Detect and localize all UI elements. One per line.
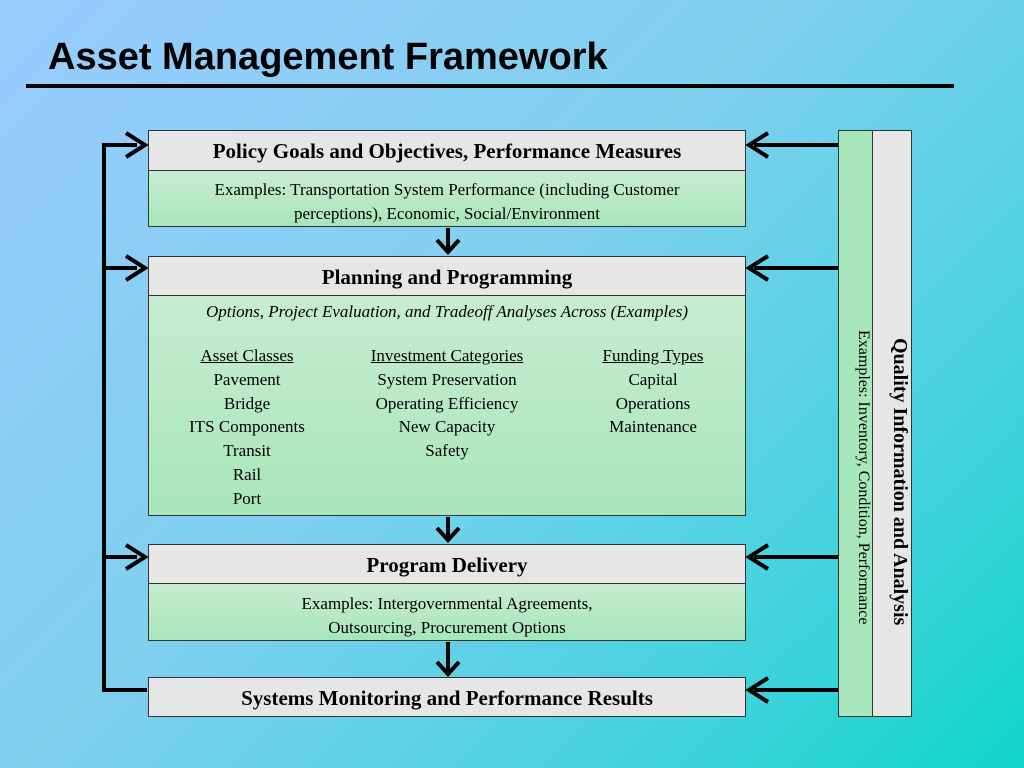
investment-categories-column: Investment Categories System Preservatio… (349, 344, 545, 463)
investment-category-item: Operating Efficiency (375, 393, 519, 413)
right-arrow-planning-head (745, 254, 770, 282)
investment-category-item: New Capacity (398, 417, 496, 437)
asset-class-item: Transit (223, 441, 271, 461)
funding-types-header: Funding Types (602, 346, 704, 365)
right-arrow-monitoring-head (745, 676, 770, 704)
quality-examples-text: Examples: Inventory, Condition, Performa… (855, 330, 872, 625)
right-arrow-policy-head (745, 131, 770, 159)
down-arrow-1-head (435, 238, 461, 255)
funding-type-item: Maintenance (609, 417, 697, 437)
investment-category-item: System Preservation (377, 369, 517, 389)
quality-information-title: Quality Information and Analysis (889, 337, 911, 626)
program-delivery-examples: Examples: Intergovernmental Agreements, … (148, 583, 746, 641)
arrowhead-planning-left (124, 254, 149, 282)
policy-examples-line1: Examples: Transportation System Performa… (214, 180, 680, 199)
down-arrow-2-head (435, 526, 461, 543)
arrowhead-policy-left (124, 131, 149, 159)
investment-category-item: Safety (425, 441, 469, 461)
asset-class-item: Port (232, 488, 262, 508)
feedback-loop-line (102, 143, 147, 692)
title-underline (26, 84, 954, 88)
policy-goals-examples: Examples: Transportation System Performa… (148, 170, 746, 227)
quality-information-panel: Quality Information and Analysis (872, 130, 912, 717)
delivery-examples-line2: Outsourcing, Procurement Options (328, 618, 566, 637)
right-arrow-delivery-head (745, 543, 770, 571)
down-arrow-3-head (435, 660, 461, 677)
planning-options-text: Options, Project Evaluation, and Tradeof… (205, 302, 689, 321)
policy-goals-header: Policy Goals and Objectives, Performance… (148, 130, 746, 171)
slide-title: Asset Management Framework (48, 36, 608, 78)
systems-monitoring-header: Systems Monitoring and Performance Resul… (148, 677, 746, 717)
funding-type-item: Operations (615, 393, 691, 413)
asset-classes-header: Asset Classes (200, 346, 294, 365)
quality-examples-panel: Examples: Inventory, Condition, Performa… (838, 130, 873, 717)
investment-categories-header: Investment Categories (370, 346, 524, 365)
planning-programming-body: Options, Project Evaluation, and Tradeof… (148, 295, 746, 516)
planning-programming-header: Planning and Programming (148, 256, 746, 296)
asset-class-item: Rail (232, 464, 262, 484)
program-delivery-header: Program Delivery (148, 544, 746, 584)
asset-class-item: ITS Components (189, 417, 305, 437)
funding-types-column: Funding Types Capital Operations Mainten… (557, 344, 749, 439)
asset-class-item: Bridge (223, 393, 271, 413)
asset-class-item: Pavement (213, 369, 281, 389)
policy-examples-line2: perceptions), Economic, Social/Environme… (294, 204, 600, 223)
asset-classes-column: Asset Classes Pavement Bridge ITS Compon… (149, 344, 345, 511)
delivery-examples-line1: Examples: Intergovernmental Agreements, (301, 594, 593, 613)
funding-type-item: Capital (628, 369, 678, 389)
arrowhead-delivery-left (124, 543, 149, 571)
